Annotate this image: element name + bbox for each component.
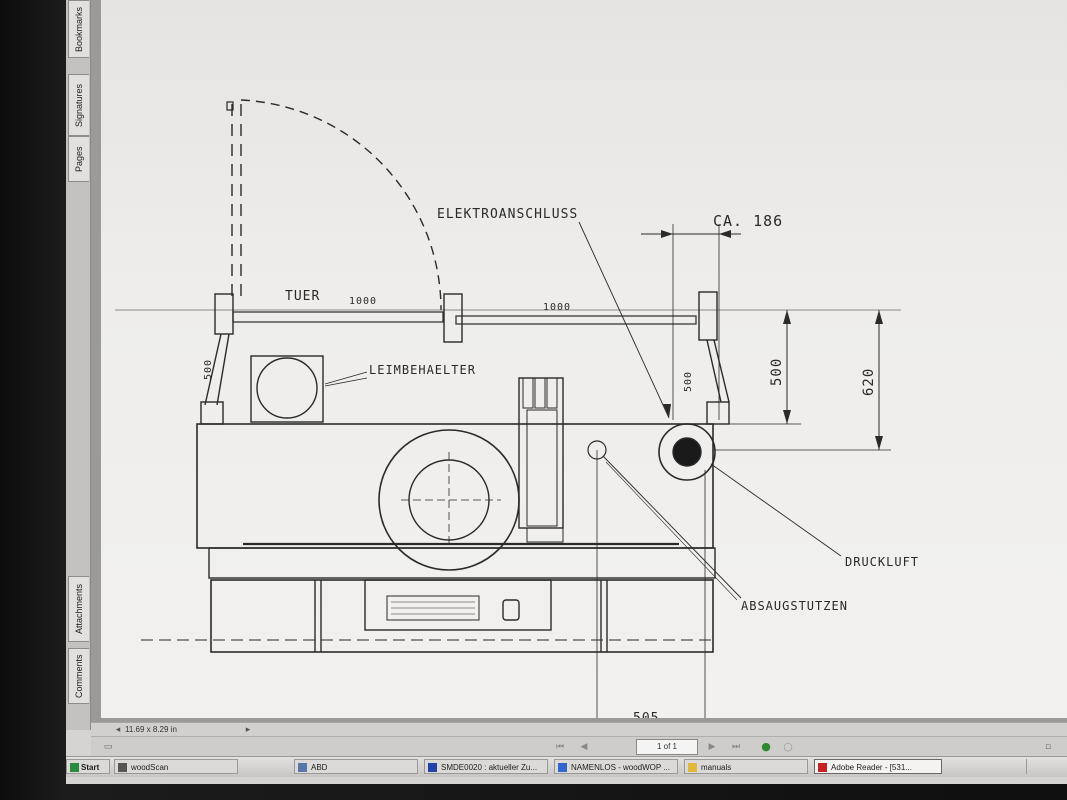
scroll-left-icon[interactable]: ◂ (115, 724, 121, 734)
machine-table (208, 547, 716, 579)
dim-500-small: 500 (683, 371, 694, 392)
task-label: woodScan (131, 763, 169, 772)
air-coupling-outer (658, 423, 716, 481)
page-size-bar: ◂ 11.69 x 8.29 in ▸ (91, 722, 1067, 737)
dim-ca-186: CA. 186 (713, 212, 783, 230)
app-icon (298, 763, 307, 772)
navigation-toolbar: ▭ ⏮ ◀ 1 of 1 ▶ ⏭ ● ○ ▫ (91, 736, 1067, 759)
task-label: ABD (311, 763, 328, 772)
task-label: Adobe Reader - [531... (831, 763, 912, 772)
top-rail (455, 315, 697, 325)
system-tray (1026, 759, 1067, 774)
tab-pages[interactable]: Pages (68, 136, 89, 182)
glue-container-box (250, 355, 324, 423)
post-right (698, 291, 718, 341)
tab-bookmarks[interactable]: Bookmarks (68, 0, 89, 58)
task-woodscan[interactable]: woodScan (114, 759, 238, 774)
scroll-right-icon[interactable]: ▸ (245, 724, 251, 734)
dim-1000-left: 1000 (349, 296, 377, 307)
label-druckluft: DRUCKLUFT (845, 555, 919, 569)
view-toggle-icon[interactable]: ▭ (103, 742, 113, 752)
navigation-pane: Bookmarks Signatures Pages Attachments C… (66, 0, 91, 730)
windows-logo-icon (70, 763, 79, 772)
foot-right (706, 401, 730, 425)
task-smde0020[interactable]: SMDE0020 : aktueller Zu... (424, 759, 548, 774)
machine-body (196, 423, 714, 549)
dim-500-left: 500 (203, 359, 214, 380)
glue-container-circle (256, 357, 318, 419)
task-label: NAMENLOS - woodWOP ... (571, 763, 670, 772)
task-namenlos[interactable]: NAMENLOS - woodWOP ... (554, 759, 678, 774)
previous-page-icon[interactable]: ◀ (580, 742, 588, 752)
adobe-reader-icon (818, 763, 827, 772)
door-rail (232, 311, 444, 323)
air-coupling-inner (672, 437, 702, 467)
label-leimbehaelter: LEIMBEHAELTER (369, 363, 476, 377)
brace-left (204, 333, 222, 406)
page-number-field[interactable]: 1 of 1 (636, 739, 698, 755)
start-label: Start (81, 763, 100, 772)
folder-icon (688, 763, 697, 772)
dim-500-right: 500 (769, 358, 785, 386)
dim-1000-right: 1000 (543, 302, 571, 313)
leader-elektro (578, 221, 670, 419)
app-icon (428, 763, 437, 772)
keyboard (386, 595, 480, 621)
label-tuer: TUER (285, 289, 320, 304)
start-button[interactable]: Start (66, 759, 110, 774)
next-page-icon[interactable]: ▶ (708, 742, 716, 752)
tab-attachments[interactable]: Attachments (68, 576, 89, 642)
brace-left-2 (216, 333, 230, 406)
resize-grip-icon: ▫ (1044, 742, 1052, 752)
screen: Bookmarks Signatures Pages Attachments C… (66, 0, 1067, 784)
app-icon (558, 763, 567, 772)
keyboard-drawer (364, 579, 552, 631)
vertical-unit (518, 377, 564, 529)
app-icon (118, 763, 127, 772)
hinge-marker (226, 101, 234, 111)
task-abd[interactable]: ABD (294, 759, 418, 774)
machine-base (210, 579, 714, 653)
mouse (502, 599, 520, 621)
pdf-page: ELEKTROANSCHLUSS CA. 186 TUER 1000 1000 … (101, 0, 1067, 718)
first-page-icon[interactable]: ⏮ (555, 742, 565, 752)
foot-left (200, 401, 224, 425)
post-middle (443, 293, 463, 343)
go-back-icon[interactable]: ○ (783, 740, 793, 753)
task-manuals[interactable]: manuals (684, 759, 808, 774)
leader-absaug (602, 455, 742, 599)
label-elektroanschluss: ELEKTROANSCHLUSS (437, 207, 578, 222)
leader-leim (324, 371, 368, 385)
door-swing-arc (240, 99, 442, 311)
post-left (214, 293, 234, 335)
technical-drawing: ELEKTROANSCHLUSS CA. 186 TUER 1000 1000 … (115, 99, 919, 718)
dim-620: 620 (861, 368, 877, 396)
dim-505: 505 (633, 711, 659, 718)
leader-druckluft (710, 463, 842, 557)
label-absaugstutzen: ABSAUGSTUTZEN (741, 599, 848, 613)
task-label: SMDE0020 : aktueller Zu... (441, 763, 538, 772)
page-size-readout: 11.69 x 8.29 in (125, 725, 177, 734)
tab-comments[interactable]: Comments (68, 648, 89, 704)
brace-right-2 (713, 339, 730, 403)
tab-signatures[interactable]: Signatures (68, 74, 89, 136)
go-forward-icon[interactable]: ● (761, 740, 771, 753)
task-label: manuals (701, 763, 732, 772)
task-adobe-reader[interactable]: Adobe Reader - [531... (814, 759, 942, 774)
last-page-icon[interactable]: ⏭ (731, 742, 741, 752)
document-area[interactable]: ELEKTROANSCHLUSS CA. 186 TUER 1000 1000 … (91, 0, 1067, 722)
windows-taskbar: Start woodScan ABD SMDE0020 : aktueller … (66, 756, 1067, 777)
